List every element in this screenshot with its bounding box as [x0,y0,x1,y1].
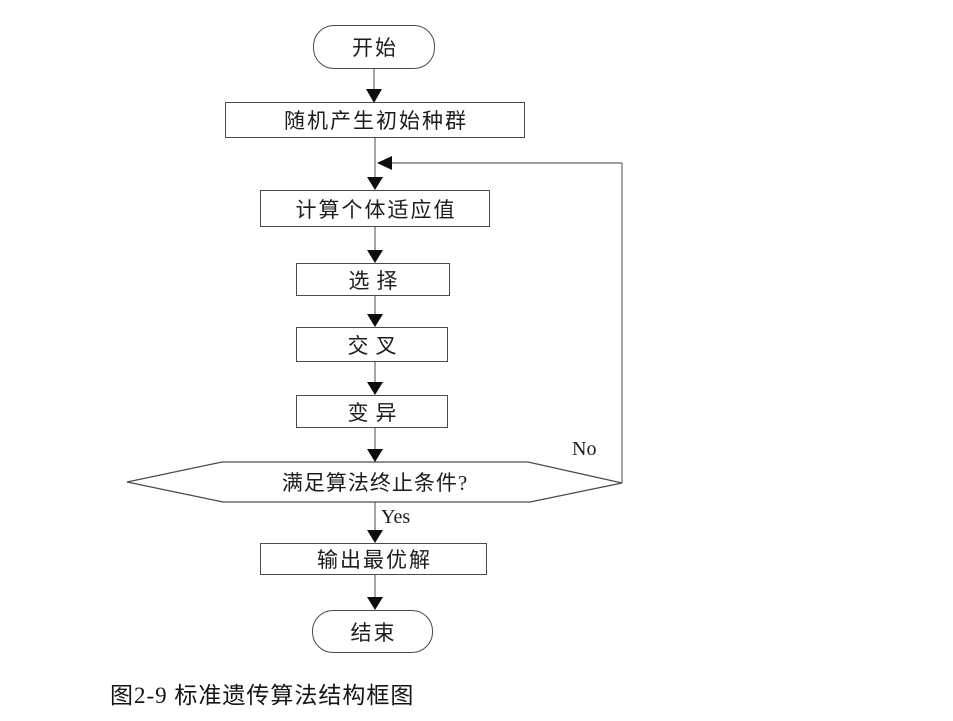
flow-node-crossover-label: 交叉 [347,333,404,358]
flow-node-selection: 选择 [296,263,450,296]
arrowhead-decision-output [367,530,383,543]
flow-node-init-population: 随机产生初始种群 [225,102,525,138]
flow-node-output-solution-label: 输出最优解 [317,548,432,572]
edge-label-no: No [572,438,597,460]
arrowhead-feedback-left [377,156,392,170]
arrowhead-fitness-select [367,250,383,263]
arrowhead-select-crossover [367,314,383,327]
arrowhead-output-end [367,597,383,610]
arrowhead-crossover-mutation [367,382,383,395]
figure-caption: 图2-9 标准遗传算法结构框图 [110,683,415,708]
flow-node-end-label: 结束 [350,620,397,645]
flow-node-end: 结束 [312,610,433,653]
decision-hexagon-shape [126,461,623,503]
flow-node-init-population-label: 随机产生初始种群 [284,109,468,133]
flow-node-output-solution: 输出最优解 [260,543,487,575]
flow-node-termination-decision-label: 满足算法终止条件? [281,471,469,495]
flow-node-termination-decision: 满足算法终止条件? [127,462,622,502]
arrowhead-start-init [366,89,382,103]
arrowhead-mutation-decision [367,449,383,462]
flow-node-crossover: 交叉 [296,327,448,362]
flow-node-mutation: 变异 [296,395,448,428]
flow-node-mutation-label: 变异 [347,400,404,425]
flow-node-compute-fitness-label: 计算个体适应值 [295,197,457,222]
flow-node-start-label: 开始 [352,36,398,60]
flow-node-selection-label: 选择 [348,268,405,293]
arrowhead-init-fitness [367,177,383,190]
flow-node-start: 开始 [313,25,435,69]
edge-label-yes: Yes [381,506,411,528]
flow-node-compute-fitness: 计算个体适应值 [260,190,490,227]
